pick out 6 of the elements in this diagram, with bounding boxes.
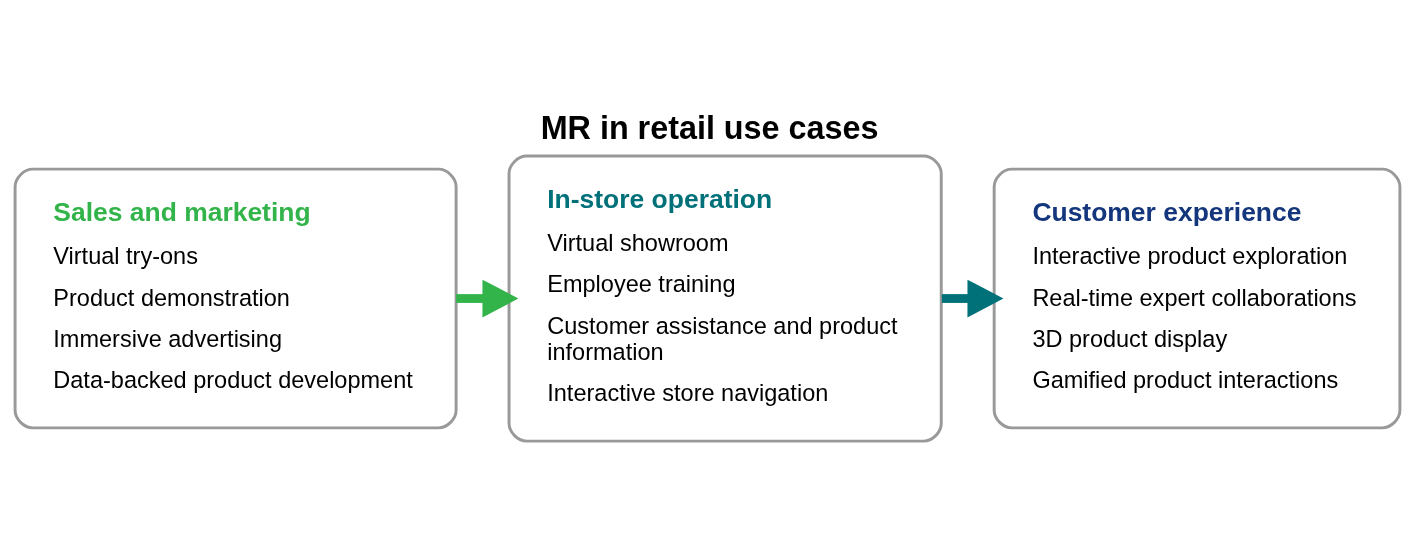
diagram-title: MR in retail use cases (540, 110, 879, 147)
node-box: Sales and marketing Virtual try-ons Product demonstration Immersive advertising Data-backed product development (13, 167, 458, 430)
node-box: Customer experience Interactive product exploration Real-time expert collaborations 3D product display Gamified product interactions (992, 167, 1402, 430)
arrow (941, 279, 1004, 318)
node-box: In-store operation Virtual showroom Employee training Customer assistance and product information Interactive store navigation (507, 154, 943, 443)
arrow (456, 279, 519, 318)
